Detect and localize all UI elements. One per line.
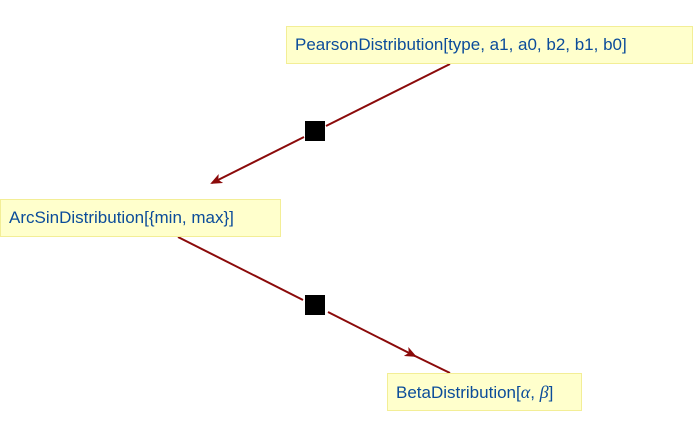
node-arcsin-distribution[interactable]: ArcSinDistribution[{min, max}]	[0, 199, 281, 237]
node-label: PearsonDistribution[type, a1, a0, b2, b1…	[295, 35, 627, 54]
node-beta-distribution[interactable]: BetaDistribution[α, β]	[387, 373, 582, 411]
edge-beta-stub	[412, 354, 451, 374]
edge-marker-to-arcsin	[210, 136, 305, 184]
node-label-separator: ,	[530, 383, 540, 402]
node-label-prefix: BetaDistribution[	[396, 383, 521, 402]
edge-marker-square-icon[interactable]	[305, 121, 325, 141]
node-label: ArcSinDistribution[{min, max}]	[9, 208, 234, 227]
edge-arcsin-to-marker	[177, 236, 304, 301]
edge-marker-to-beta	[327, 311, 417, 357]
beta-symbol: β	[539, 382, 549, 402]
alpha-symbol: α	[520, 382, 531, 402]
node-pearson-distribution[interactable]: PearsonDistribution[type, a1, a0, b2, b1…	[286, 26, 693, 64]
edge-pearson-to-marker	[325, 63, 451, 127]
node-label-suffix: ]	[548, 383, 554, 402]
edge-marker-square-icon[interactable]	[305, 295, 325, 315]
